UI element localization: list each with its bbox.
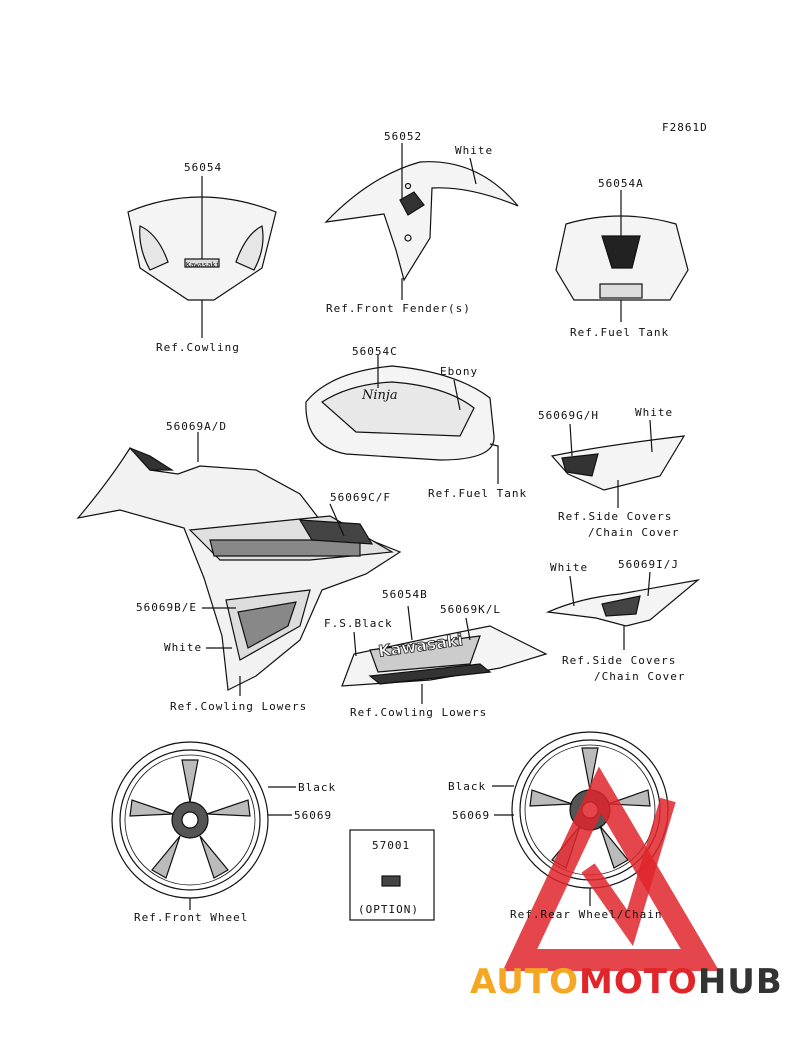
option-part-label: 57001 — [372, 839, 411, 852]
side-ij-color-label: White — [550, 561, 589, 574]
tank-ref-label: Ref.Fuel Tank — [570, 326, 670, 339]
option-box-drawing — [349, 829, 435, 921]
side-gh-color-label: White — [635, 406, 674, 419]
decal-model-tank: Ninja — [362, 388, 398, 403]
front-fender-drawing — [324, 143, 519, 300]
side-gh-ref2-label: /Chain Cover — [588, 526, 680, 539]
side-ij-ref2-label: /Chain Cover — [594, 670, 686, 683]
watermark-mark — [581, 797, 676, 947]
main-fairing-drawing — [76, 432, 402, 696]
tank-cover-ref-label: Ref.Fuel Tank — [428, 487, 528, 500]
tank-cover-part-label: 56054C — [352, 345, 398, 358]
fender-part-label: 56052 — [384, 130, 423, 143]
front-wheel-part-label: 56069 — [294, 809, 333, 822]
front-wheel-drawing — [111, 741, 296, 910]
fuel-tank-top-drawing — [555, 190, 689, 322]
figure-code: F2861D — [662, 121, 708, 134]
cowl-part-label: 56054 — [184, 161, 223, 174]
fairing-be-label: 56069B/E — [136, 601, 197, 614]
lower-ref-label: Ref.Cowling Lowers — [350, 706, 488, 719]
option-text-label: (OPTION) — [358, 903, 419, 916]
decal-brand-windscreen: Kawasaki — [186, 261, 220, 269]
lower-cowling-drawing — [341, 605, 548, 704]
fairing-ref-label: Ref.Cowling Lowers — [170, 700, 308, 713]
front-wheel-color-label: Black — [298, 781, 337, 794]
lower-part-b-label: 56054B — [382, 588, 428, 601]
tank-cover-color-label: Ebony — [440, 365, 479, 378]
windscreen-drawing — [127, 176, 277, 338]
fairing-ad-label: 56069A/D — [166, 420, 227, 433]
fairing-color-label: White — [164, 641, 203, 654]
watermark-text: AUTOMOTOHUB — [470, 962, 783, 1002]
front-wheel-ref-label: Ref.Front Wheel — [134, 911, 249, 924]
side-cover-gh-drawing — [550, 419, 686, 508]
side-gh-ref1-label: Ref.Side Covers — [558, 510, 673, 523]
cowl-ref-label: Ref.Cowling — [156, 341, 240, 354]
fender-ref-label: Ref.Front Fender(s) — [326, 302, 471, 315]
fairing-cf-label: 56069C/F — [330, 491, 391, 504]
side-ij-part-label: 56069I/J — [618, 558, 679, 571]
tank-part-label: 56054A — [598, 177, 644, 190]
side-gh-part-label: 56069G/H — [538, 409, 599, 422]
rear-wheel-ref-label: Ref.Rear Wheel/Chain — [510, 908, 663, 921]
lower-part-kl-label: 56069K/L — [440, 603, 501, 616]
rear-wheel-part-label: 56069 — [452, 809, 491, 822]
rear-wheel-color-label: Black — [448, 780, 487, 793]
tank-cover-drawing — [305, 355, 499, 484]
side-ij-ref1-label: Ref.Side Covers — [562, 654, 677, 667]
side-cover-ij-drawing — [545, 571, 701, 650]
fender-color-label: White — [455, 144, 494, 157]
lower-color-label: F.S.Black — [324, 617, 393, 630]
